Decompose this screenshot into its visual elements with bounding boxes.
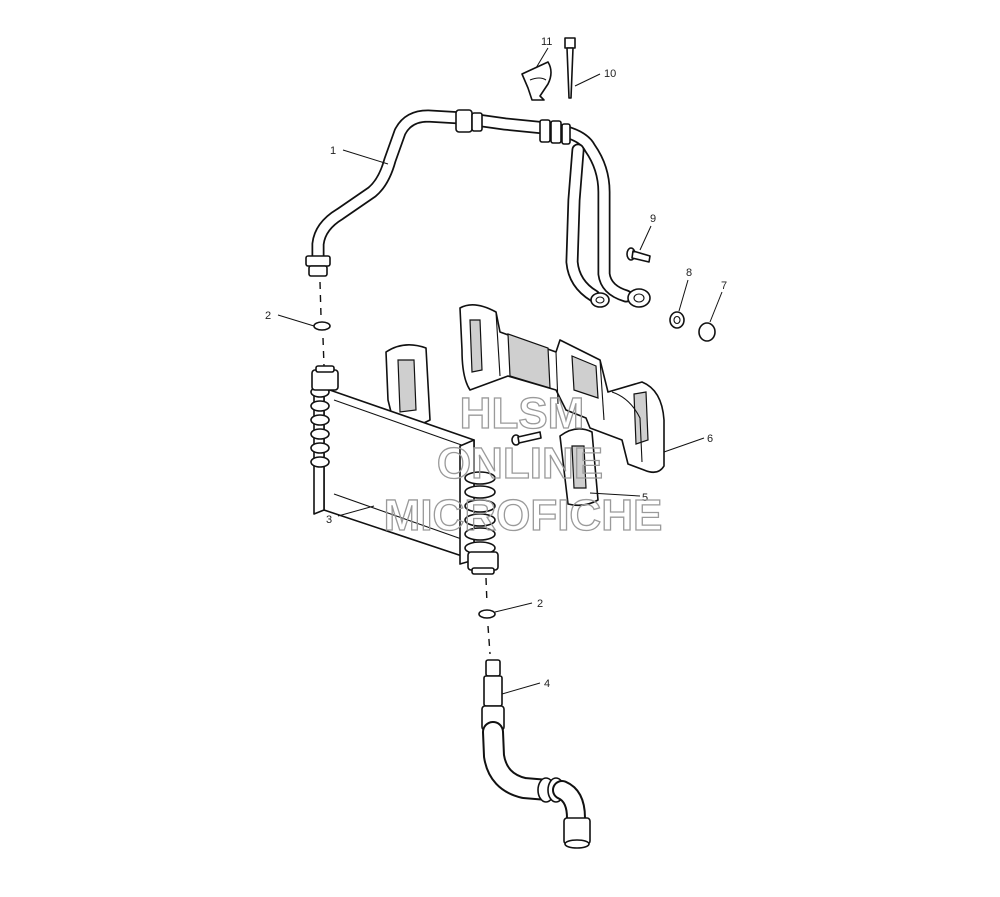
bracket-bolt	[511, 431, 542, 446]
bracket-part-6	[459, 304, 665, 474]
callout-3: 3	[326, 514, 332, 526]
o-ring-part-7	[698, 322, 716, 342]
callout-2-upper: 2	[265, 310, 271, 322]
watermark-line-2: ONLINE	[437, 439, 603, 488]
cable-tie-part-10	[564, 37, 576, 99]
sleeve-part-5	[559, 428, 599, 507]
watermark-line-1: HLSM	[460, 389, 585, 438]
watermark: HLSM ONLINE MICROFICHE	[383, 388, 663, 540]
callout-6: 6	[707, 433, 713, 445]
callout-5: 5	[642, 492, 648, 504]
callout-10: 10	[604, 68, 616, 80]
washer-part-8	[669, 311, 685, 329]
oil-cooler-part-3	[310, 365, 499, 575]
bolt-part-9	[626, 247, 651, 263]
callout-7: 7	[721, 280, 727, 292]
callout-1: 1	[330, 145, 336, 157]
clip-part-11	[521, 61, 552, 101]
callout-2-lower: 2	[537, 598, 543, 610]
o-ring-part-2-upper	[313, 321, 331, 331]
watermark-line-3: MICROFICHE	[384, 491, 663, 540]
callout-11: 11	[541, 36, 552, 48]
callout-4: 4	[544, 678, 550, 690]
o-ring-part-2-lower	[478, 609, 496, 619]
oil-line-lower	[481, 659, 591, 849]
callouts: 1 2 2 3 4 5 6 7 8 9 10 11	[265, 36, 727, 695]
oil-line-upper	[305, 109, 651, 308]
callout-9: 9	[650, 213, 656, 225]
callout-8: 8	[686, 267, 692, 279]
assembly-lines	[319, 281, 491, 655]
